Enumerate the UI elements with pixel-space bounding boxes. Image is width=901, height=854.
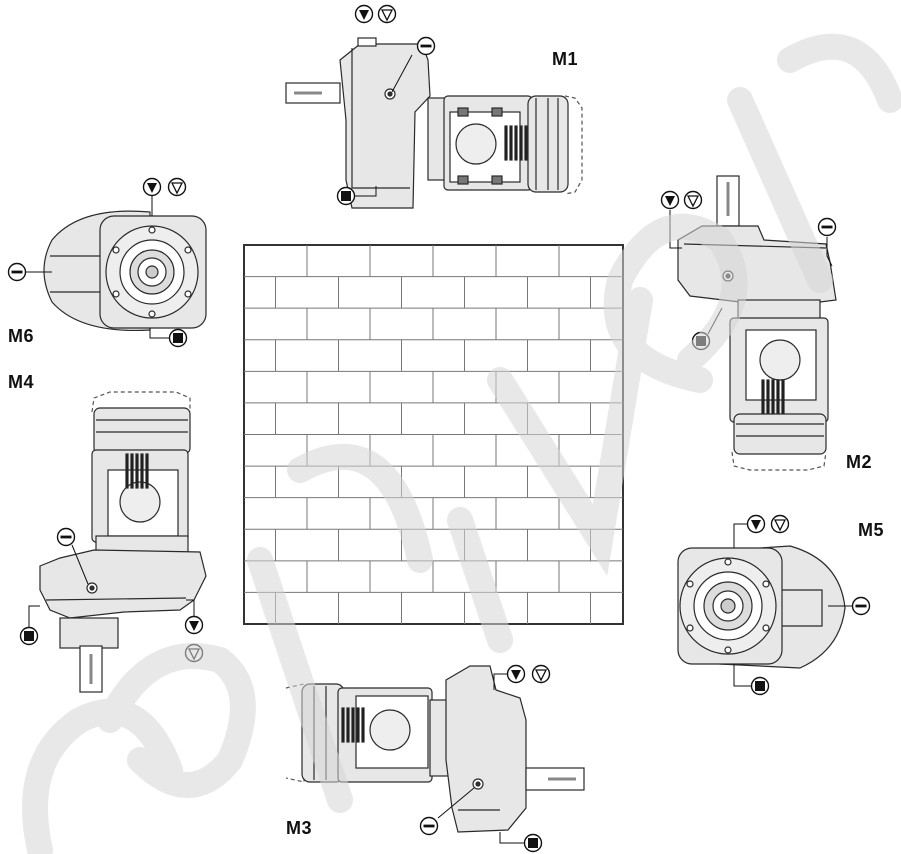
level-plug-icon	[377, 4, 397, 24]
gear-motor-m6	[43, 210, 207, 332]
drain-plug-icon	[336, 186, 356, 206]
position-label-m2: M2	[846, 452, 873, 472]
position-label-m4: M4	[8, 372, 35, 392]
gear-motor-m1	[285, 37, 583, 209]
fill-plug-icon	[746, 514, 766, 534]
breather-plug-icon	[416, 36, 436, 56]
level-plug-icon	[531, 664, 551, 684]
watermark	[22, 33, 901, 854]
fill-plug-icon	[184, 615, 204, 635]
position-label-m5: M5	[858, 520, 885, 540]
brick-wall	[243, 244, 624, 625]
breather-plug-icon	[851, 596, 871, 616]
drain-plug-icon	[750, 676, 770, 696]
level-plug-icon	[770, 514, 790, 534]
level-plug-icon	[167, 177, 187, 197]
fill-plug-icon	[506, 664, 526, 684]
gear-motor-m5	[677, 545, 846, 669]
fill-plug-icon	[354, 4, 374, 24]
position-label-m6: M6	[8, 326, 35, 346]
drain-plug-icon	[19, 626, 39, 646]
position-label-m1: M1	[552, 49, 579, 69]
drain-plug-icon	[523, 833, 543, 853]
gear-motor-m2	[677, 175, 837, 471]
position-label-m3: M3	[286, 818, 313, 838]
fill-plug-icon	[660, 190, 680, 210]
breather-plug-icon	[7, 262, 27, 282]
breather-plug-icon	[817, 217, 837, 237]
drain-plug-icon	[168, 328, 188, 348]
fill-plug-icon	[142, 177, 162, 197]
breather-plug-icon	[419, 816, 439, 836]
breather-plug-icon	[56, 527, 76, 547]
level-plug-icon	[683, 190, 703, 210]
